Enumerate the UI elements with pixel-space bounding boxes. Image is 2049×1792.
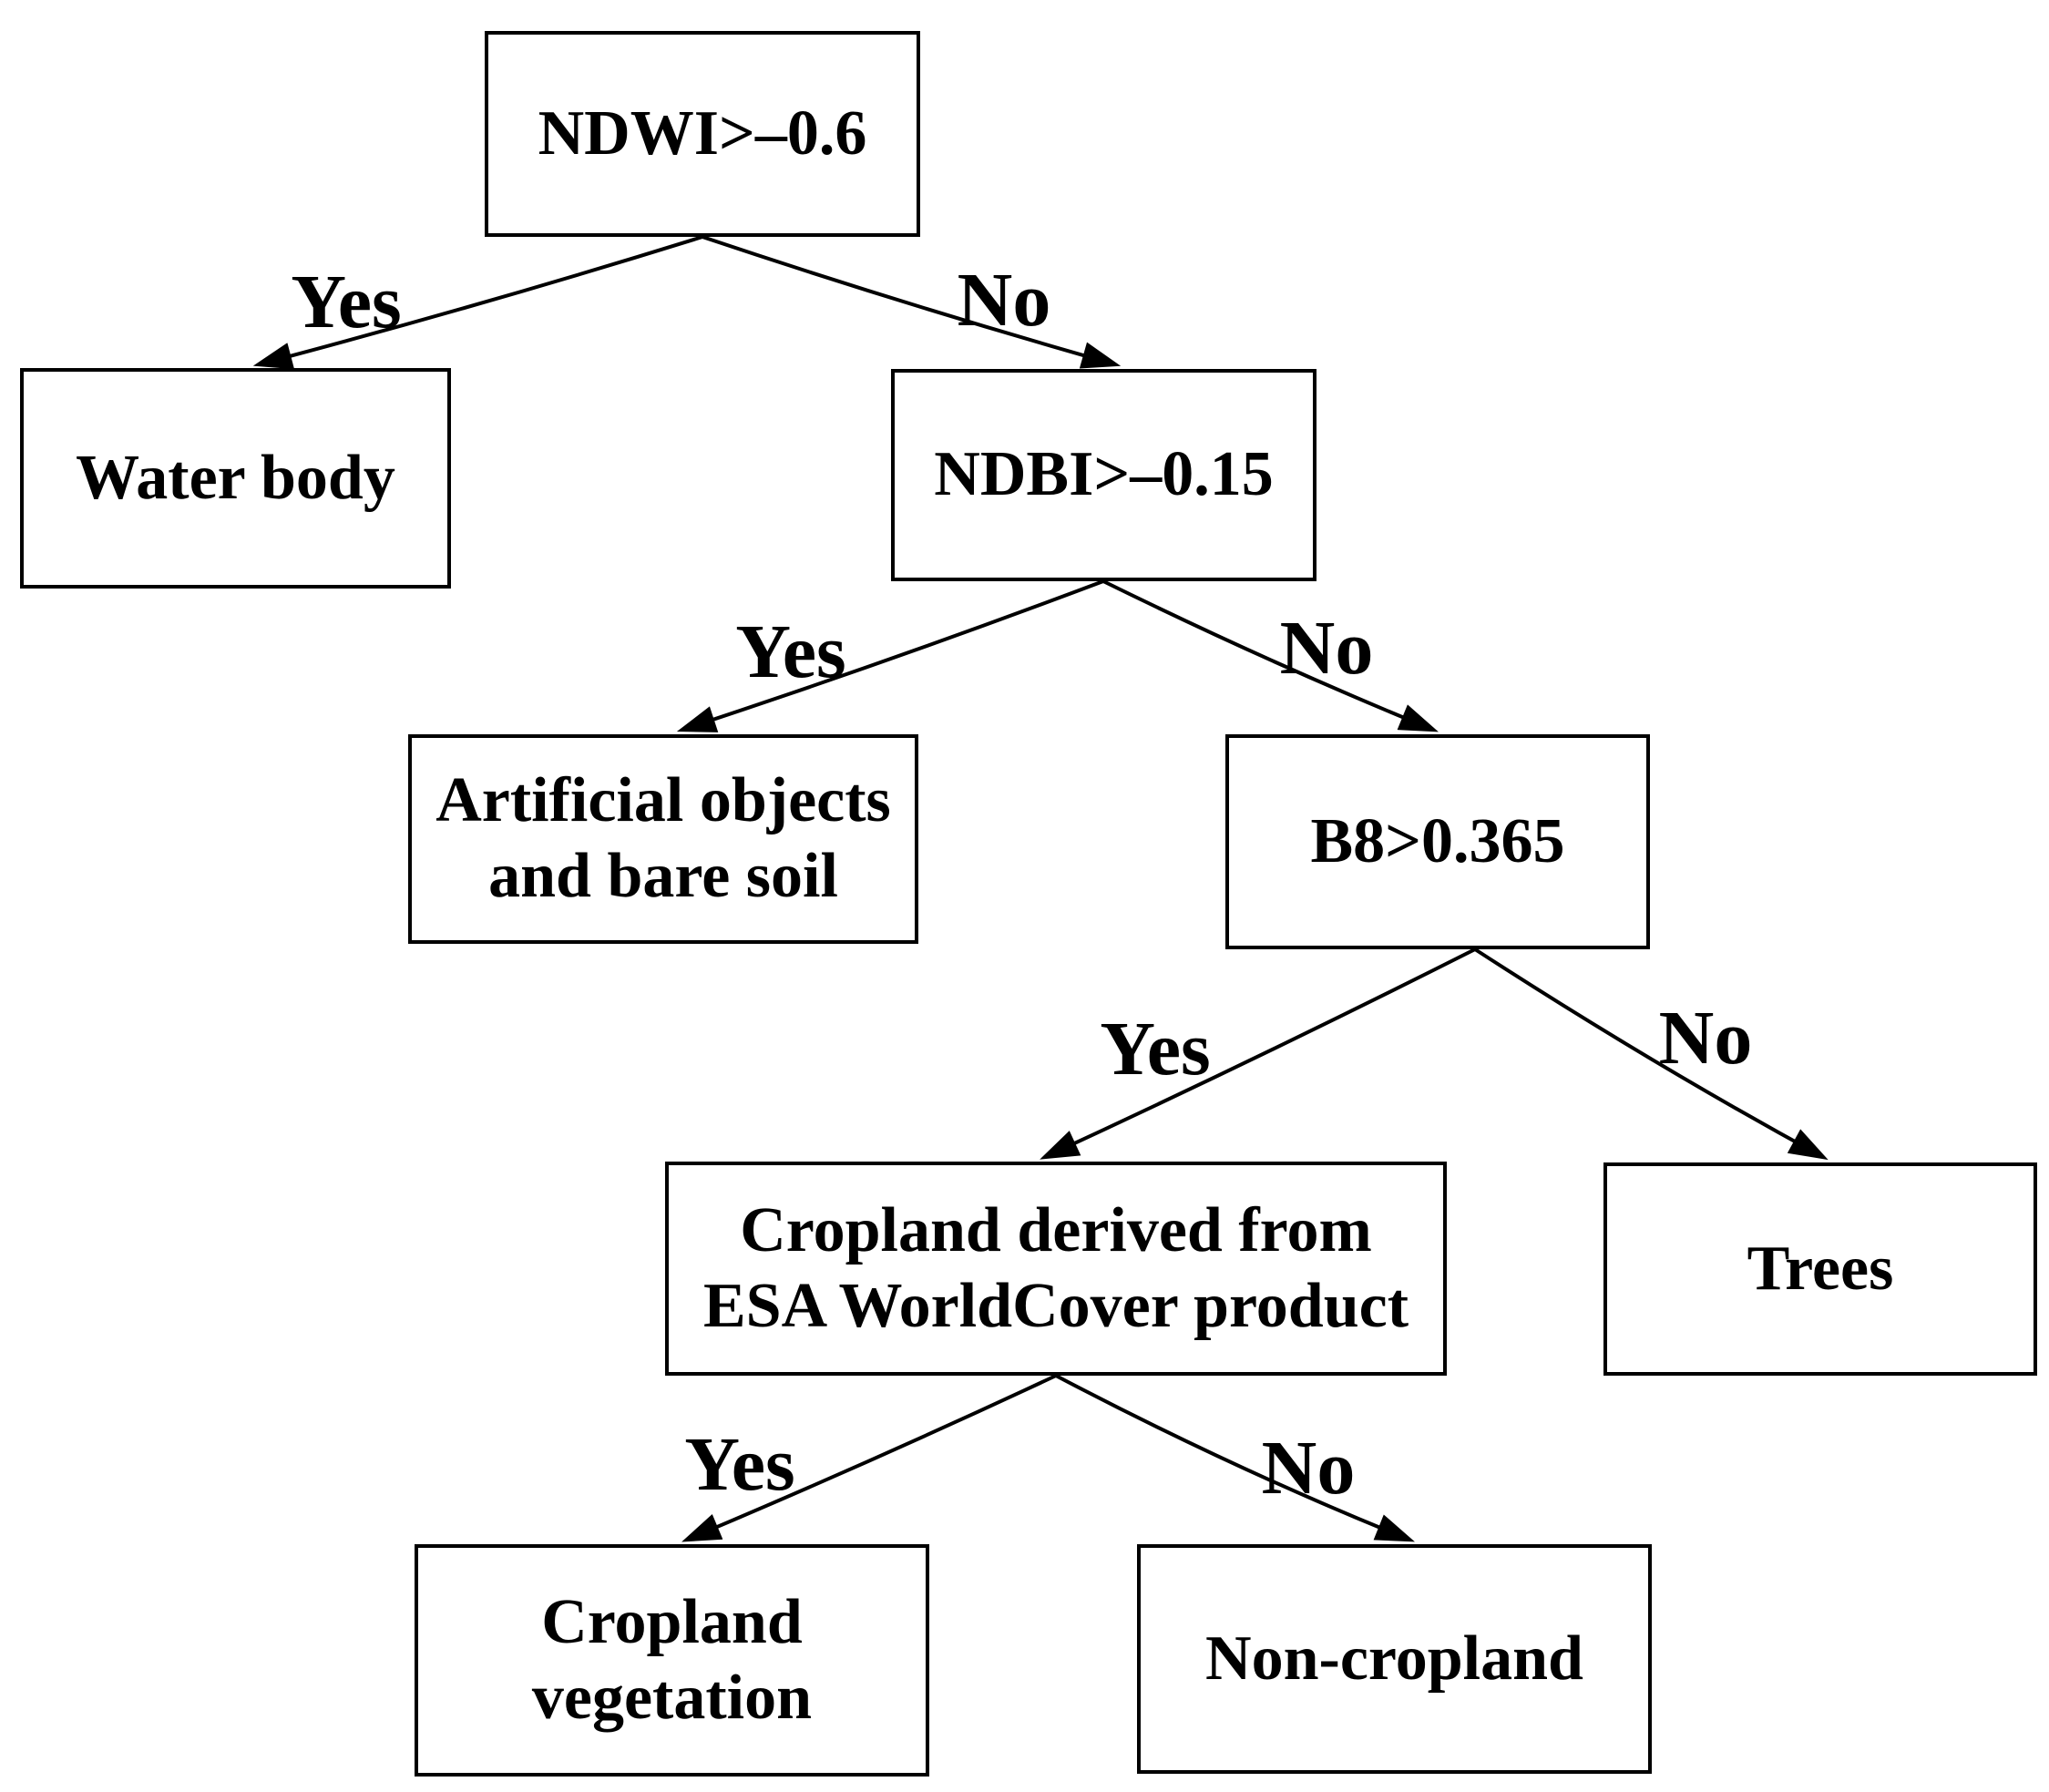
node-label: B8>0.365 bbox=[1310, 805, 1565, 876]
node-label: Water body bbox=[76, 442, 395, 513]
edge-cropland-esa-to-cropland-vegetation bbox=[681, 1374, 1057, 1542]
node-label-line: Cropland bbox=[541, 1586, 803, 1657]
node-label: NDBI>–0.15 bbox=[934, 439, 1274, 510]
edge-label-yes-ndbi: Yes bbox=[735, 609, 846, 694]
edge-label-yes-ndwi: Yes bbox=[291, 260, 402, 344]
edge-label-yes-cropland-esa: Yes bbox=[684, 1422, 795, 1507]
node-label: Non-cropland bbox=[1205, 1623, 1583, 1694]
edge-label-no-ndbi: No bbox=[1279, 606, 1374, 691]
node-label-line: vegetation bbox=[531, 1662, 813, 1733]
node-label: Trees bbox=[1747, 1233, 1894, 1304]
node-label: NDWI>–0.6 bbox=[538, 97, 867, 169]
node-ndwi-condition: NDWI>–0.6 bbox=[485, 31, 920, 237]
node-non-cropland: Non-cropland bbox=[1137, 1544, 1652, 1774]
node-cropland-esa-worldcover: Cropland derived from ESA WorldCover pro… bbox=[665, 1162, 1447, 1376]
node-trees: Trees bbox=[1603, 1162, 2037, 1376]
edge-label-no-b8: No bbox=[1658, 996, 1753, 1080]
node-water-body: Water body bbox=[20, 368, 451, 589]
edge-label-no-cropland-esa: No bbox=[1261, 1426, 1356, 1510]
node-label-line: Artificial objects bbox=[435, 765, 891, 836]
edge-ndbi-to-b8 bbox=[1102, 579, 1439, 732]
node-ndbi-condition: NDBI>–0.15 bbox=[891, 369, 1316, 581]
edge-label-no-ndwi: No bbox=[957, 258, 1051, 343]
edge-b8-to-cropland-esa bbox=[1040, 947, 1476, 1160]
node-label-line: Cropland derived from bbox=[740, 1194, 1372, 1265]
edge-ndwi-to-ndbi bbox=[702, 235, 1122, 369]
edge-ndbi-to-artificial bbox=[676, 579, 1104, 732]
node-artificial-objects-bare-soil: Artificial objects and bare soil bbox=[408, 734, 918, 944]
node-label-line: ESA WorldCover product bbox=[702, 1270, 1409, 1341]
edge-b8-to-trees bbox=[1473, 947, 1829, 1161]
edge-cropland-esa-to-non-cropland bbox=[1055, 1374, 1415, 1542]
node-label-line: and bare soil bbox=[488, 841, 838, 911]
edge-ndwi-to-water-body bbox=[252, 235, 703, 370]
edge-label-yes-b8: Yes bbox=[1100, 1007, 1211, 1091]
node-b8-condition: B8>0.365 bbox=[1225, 734, 1650, 949]
node-cropland-vegetation: Cropland vegetation bbox=[415, 1544, 929, 1777]
